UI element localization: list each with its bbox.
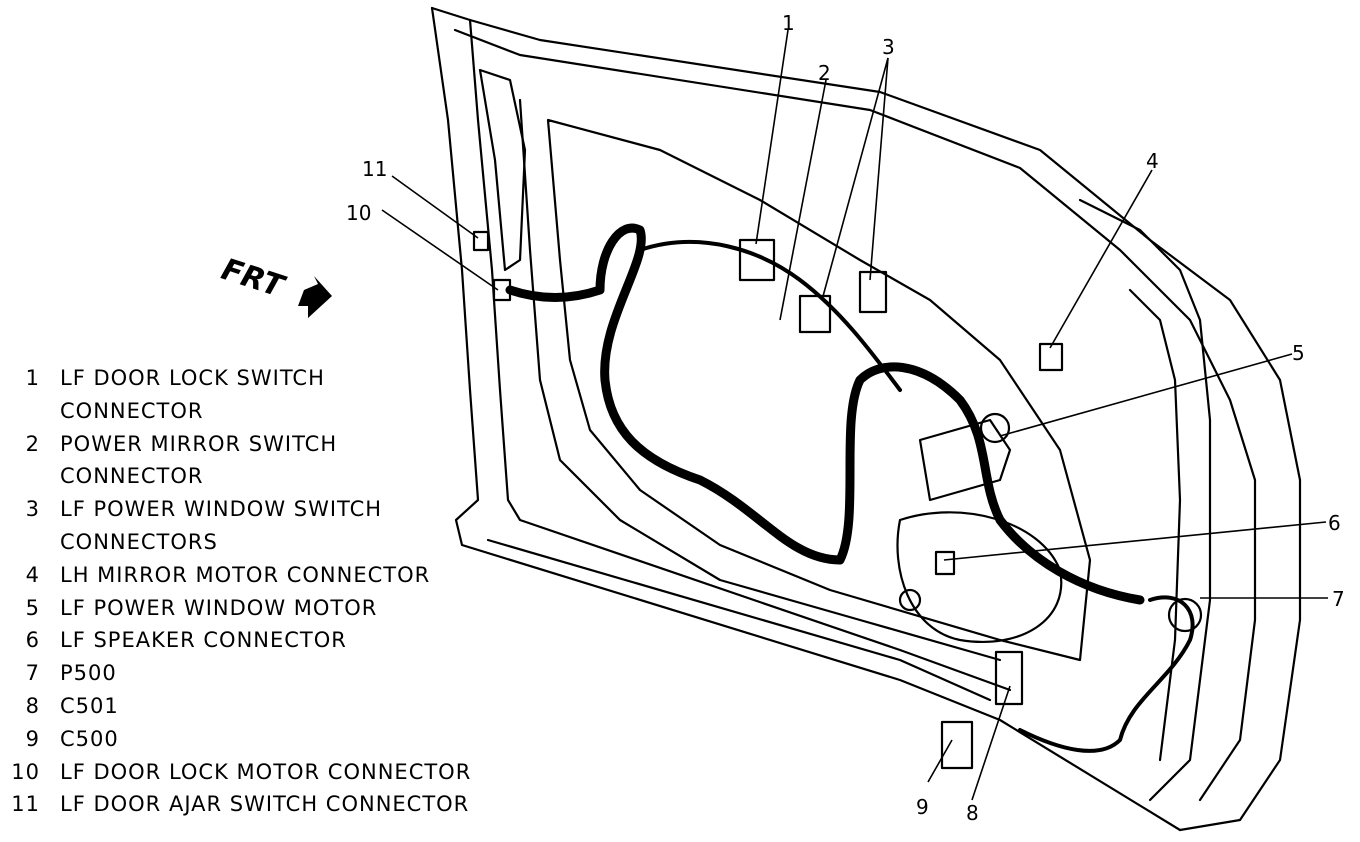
legend-text: POWER MIRROR SWITCH <box>60 431 338 456</box>
callout-3: 3 <box>882 35 895 59</box>
legend-text: LF POWER WINDOW SWITCH <box>60 497 383 522</box>
callout-9: 9 <box>916 795 929 819</box>
legend-number: 5 <box>25 595 40 620</box>
legend-number: 6 <box>25 628 40 653</box>
regulator-track <box>478 68 527 272</box>
door-inner-frame <box>453 28 1257 802</box>
legend-number: 8 <box>25 694 40 718</box>
legend-number: 7 <box>25 661 40 686</box>
legend-text: LF POWER WINDOW MOTOR <box>60 595 378 620</box>
legend-text: LF DOOR LOCK MOTOR CONNECTOR <box>60 759 472 784</box>
legend-text: LF DOOR LOCK SWITCH <box>60 366 325 390</box>
legend-text: CONNECTOR <box>60 464 204 489</box>
callout-7: 7 <box>1332 587 1345 611</box>
front-arrow-icon <box>298 276 332 318</box>
callout-6: 6 <box>1328 511 1341 535</box>
legend-number: 9 <box>25 726 40 751</box>
legend-text: C500 <box>60 726 119 751</box>
legend-text: LF SPEAKER CONNECTOR <box>60 628 347 653</box>
callout-1: 1 <box>782 11 795 35</box>
door-panel-cutout <box>546 118 1092 662</box>
legend-number: 3 <box>25 497 40 522</box>
wire-harness-main <box>505 223 1145 605</box>
legend-text: LF DOOR AJAR SWITCH CONNECTOR <box>60 792 470 817</box>
legend-text: CONNECTORS <box>60 530 218 554</box>
legend-text: LH MIRROR MOTOR CONNECTOR <box>60 562 431 587</box>
callout-2: 2 <box>818 61 831 85</box>
legend-text: CONNECTOR <box>60 398 204 423</box>
door-hinge-edge <box>430 6 1182 832</box>
callout-8: 8 <box>966 801 979 825</box>
callout-5: 5 <box>1292 341 1305 365</box>
legend-number: 1 <box>25 366 40 390</box>
legend-text: P500 <box>60 661 117 686</box>
legend-number: 2 <box>25 431 40 456</box>
door-outer-frame <box>430 6 1302 832</box>
speaker <box>896 511 1063 643</box>
legend-number: 11 <box>11 792 40 817</box>
callout-4: 4 <box>1146 149 1159 173</box>
callout-10: 10 <box>346 201 371 225</box>
legend-text: C501 <box>60 694 119 718</box>
legend-number: 10 <box>11 759 40 784</box>
legend-number: 4 <box>25 562 40 587</box>
window-motor <box>918 418 1012 502</box>
callout-11: 11 <box>362 157 387 181</box>
trim-panel <box>1078 198 1212 802</box>
